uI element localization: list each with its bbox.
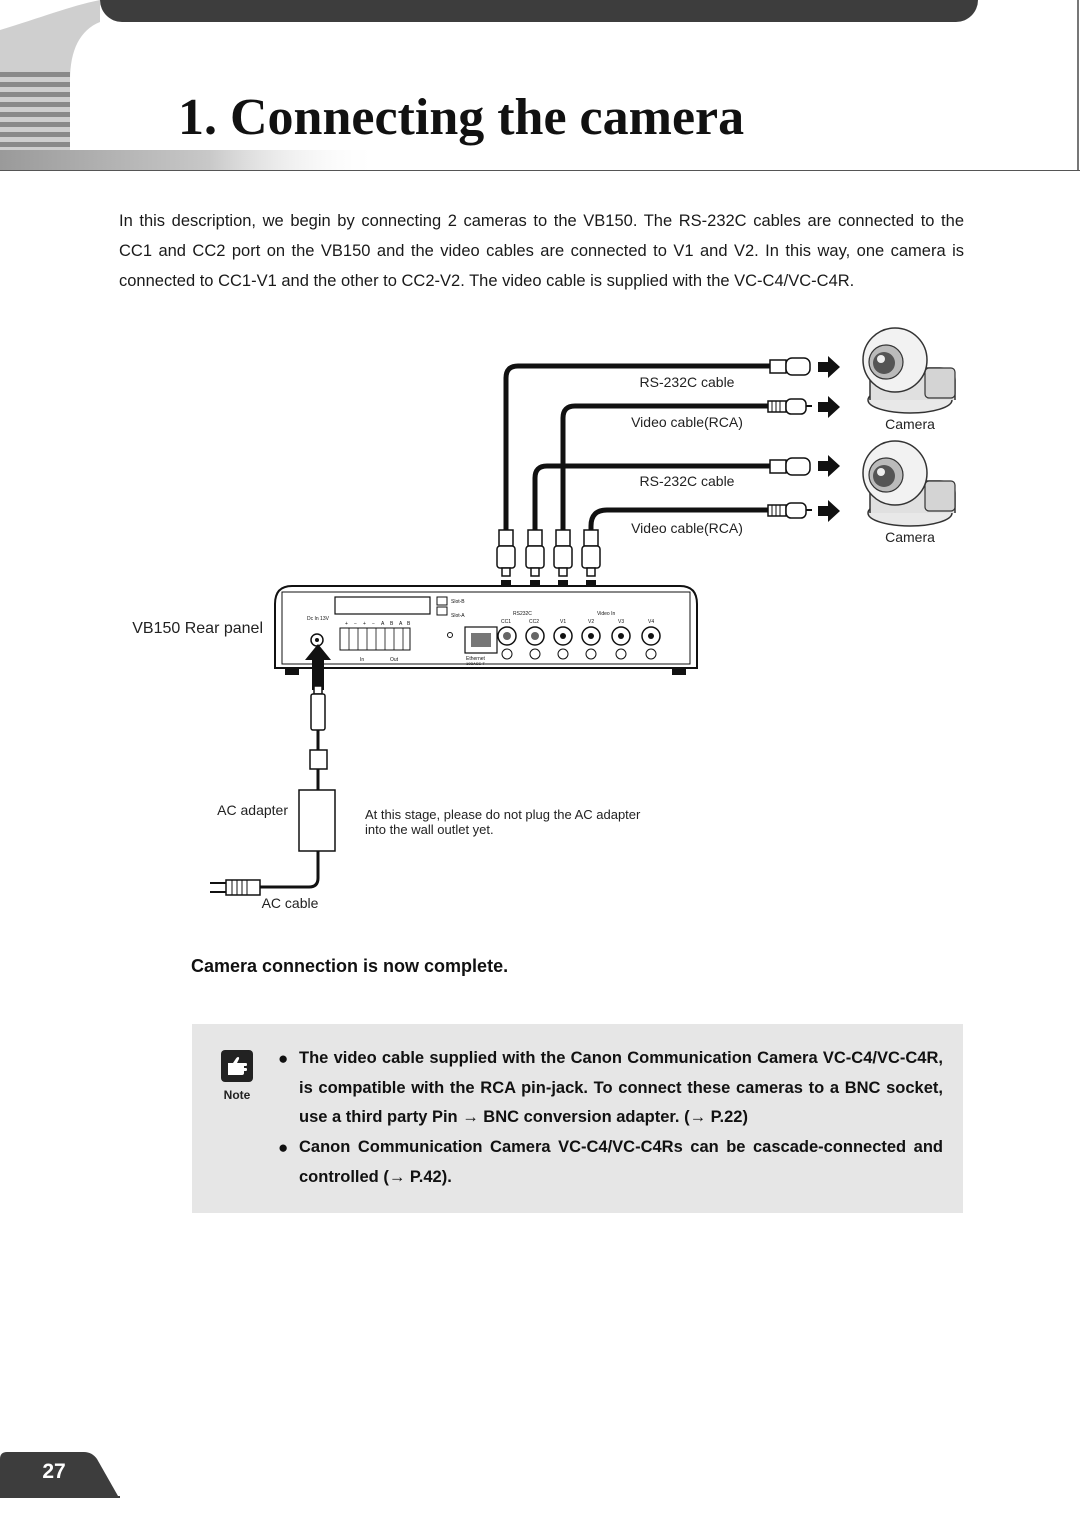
rca-connector-2 bbox=[767, 502, 812, 519]
header-stripe-decoration bbox=[0, 0, 380, 170]
arrows-to-cameras bbox=[818, 356, 840, 522]
bullet-icon: ● bbox=[278, 1138, 289, 1158]
connection-diagram: Camera Camera RS-232C cable Video cable(… bbox=[132, 327, 956, 911]
ac-adapter bbox=[298, 789, 336, 852]
dc-plug bbox=[310, 685, 326, 731]
panel-label-in: In bbox=[360, 657, 364, 663]
page-title: 1. Connecting the camera bbox=[178, 89, 745, 146]
camera-label-1: Camera bbox=[885, 416, 935, 432]
panel-label-v2: V2 bbox=[588, 619, 594, 625]
page-number-tab bbox=[0, 1452, 120, 1498]
caution-text-line-1: At this stage, please do not plug the AC… bbox=[365, 807, 641, 822]
panel-label-dc-in: Dc In 13V bbox=[307, 616, 330, 622]
ac-cable-line bbox=[260, 851, 320, 889]
page-number: 27 bbox=[42, 1460, 66, 1483]
completion-heading: Camera connection is now complete. bbox=[191, 956, 509, 976]
panel-labels: Dc In 13V Slot-B Slot-A RS232C Video In … bbox=[307, 599, 654, 666]
panel-label-slot-b: Slot-B bbox=[451, 599, 465, 605]
video-cable-label-1: Video cable(RCA) bbox=[631, 414, 743, 430]
panel-label-ethernet-sub: 10BASE-T bbox=[466, 661, 485, 666]
rs232c-connector-1 bbox=[769, 357, 811, 376]
panel-label-v1: V1 bbox=[560, 619, 566, 625]
camera-label-2: Camera bbox=[885, 529, 935, 545]
panel-label-video-in: Video In bbox=[597, 611, 615, 617]
panel-terminal-b-1: B bbox=[390, 621, 394, 627]
panel-label-slot-a: Slot-A bbox=[451, 613, 465, 619]
panel-label-cc2: CC2 bbox=[529, 619, 539, 625]
caution-text-line-2: into the wall outlet yet. bbox=[365, 822, 494, 837]
note-box: Note ● The video cable supplied with the… bbox=[192, 1024, 963, 1213]
panel-label-cc1: CC1 bbox=[501, 619, 511, 625]
panel-label-rs232c: RS232C bbox=[513, 611, 532, 617]
rs232c-cable-label-1: RS-232C cable bbox=[640, 374, 735, 390]
panel-terminal-plus-2: + bbox=[363, 621, 366, 627]
header-top-bar bbox=[100, 0, 978, 22]
rs232c-cable-label-2: RS-232C cable bbox=[640, 473, 735, 489]
panel-terminal-plus-1: + bbox=[345, 621, 348, 627]
panel-terminal-minus-1: − bbox=[354, 621, 357, 627]
cable-lines bbox=[503, 363, 779, 533]
header-right-rule bbox=[1077, 0, 1079, 170]
ac-plug bbox=[210, 879, 261, 896]
rca-connector-1 bbox=[767, 398, 812, 415]
note-icon bbox=[221, 1050, 253, 1082]
ac-cable-label: AC cable bbox=[262, 895, 319, 911]
video-cable-label-2: Video cable(RCA) bbox=[631, 520, 743, 536]
panel-terminal-a-2: A bbox=[399, 621, 403, 627]
camera-illustration bbox=[862, 440, 956, 527]
panel-label-out: Out bbox=[390, 657, 399, 663]
ferrite-core bbox=[309, 749, 328, 770]
panel-terminal-b-2: B bbox=[407, 621, 411, 627]
ac-adapter-label: AC adapter bbox=[217, 802, 288, 818]
panel-terminal-minus-2: − bbox=[372, 621, 375, 627]
camera-illustration bbox=[862, 327, 956, 414]
note-item: ● The video cable supplied with the Cano… bbox=[278, 1044, 943, 1133]
panel-plug-connectors bbox=[496, 529, 601, 577]
bullet-icon: ● bbox=[278, 1049, 289, 1068]
power-arrow bbox=[305, 644, 331, 690]
vb150-rear-panel bbox=[274, 585, 698, 675]
panel-label-ethernet: Ethernet bbox=[466, 656, 486, 662]
vb150-rear-panel-label: VB150 Rear panel bbox=[132, 620, 263, 637]
rs232c-connector-2 bbox=[769, 457, 811, 476]
panel-terminal-a-1: A bbox=[381, 621, 385, 627]
panel-label-v4: V4 bbox=[648, 619, 654, 625]
header-divider bbox=[0, 170, 1080, 171]
intro-paragraph: In this description, we begin by connect… bbox=[119, 212, 964, 290]
note-item: ● Canon Communication Camera VC-C4/VC-C4… bbox=[278, 1133, 943, 1192]
note-item-text: Canon Communication Camera VC-C4/VC-C4Rs… bbox=[299, 1138, 943, 1186]
panel-label-v3: V3 bbox=[618, 619, 624, 625]
note-item-text: The video cable supplied with the Canon … bbox=[299, 1049, 943, 1127]
note-label: Note bbox=[223, 1088, 251, 1102]
note-list: ● The video cable supplied with the Cano… bbox=[278, 1044, 943, 1193]
